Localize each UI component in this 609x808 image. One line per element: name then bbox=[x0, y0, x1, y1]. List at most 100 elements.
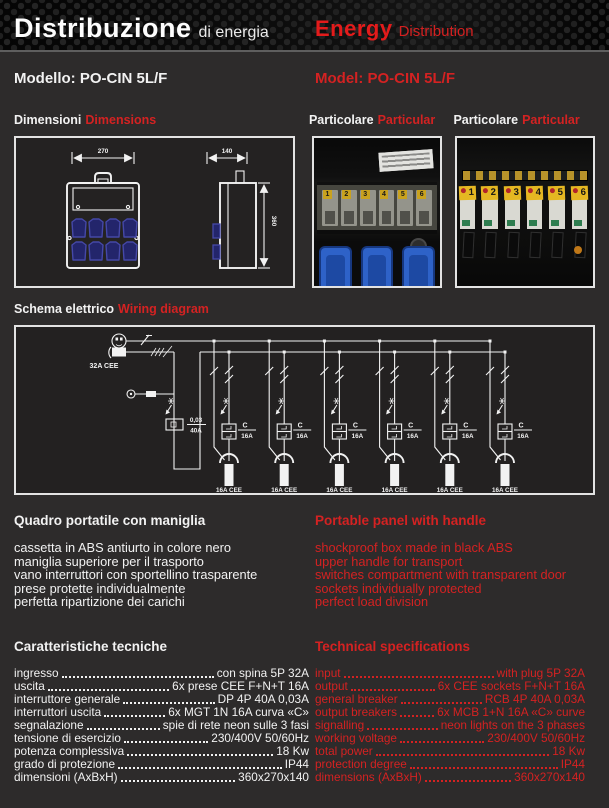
spec-value: IP44 bbox=[560, 756, 585, 771]
spec-dotted-leader bbox=[400, 701, 482, 704]
particular-photo-breaker-door: 1 2 3 4 bbox=[312, 136, 443, 288]
spec-dotted-leader bbox=[343, 675, 494, 678]
photo2-breaker-number-tag: 6 bbox=[570, 185, 588, 201]
spec-row: working voltage 230/400V 50/60Hz bbox=[315, 731, 595, 745]
feature-item: sockets individually protected bbox=[315, 580, 482, 596]
spec-row: segnalazione spie di rete neon sulle 3 f… bbox=[14, 718, 315, 732]
spec-row: protection degree IP44 bbox=[315, 756, 595, 771]
spec-label: total power bbox=[315, 743, 373, 758]
specs-title-it: Caratteristiche tecniche bbox=[14, 638, 168, 654]
spec-dotted-leader bbox=[127, 753, 274, 756]
photo1-breaker-lever bbox=[381, 211, 392, 224]
photo1-breaker: 6 bbox=[416, 190, 433, 226]
feature-item: switches compartment with transparent do… bbox=[315, 567, 567, 583]
dimensions-technical-drawing: 270 bbox=[66, 148, 277, 269]
photo2-breaker-body bbox=[549, 197, 565, 229]
spec-row: interruttore generale DP 4P 40A 0,03A bbox=[14, 691, 315, 706]
spec-value: 230/400V 50/60Hz bbox=[211, 730, 309, 745]
spec-value: 6x MCB 1+N 16A «C» curve bbox=[437, 704, 585, 719]
spec-row: input with plug 5P 32A bbox=[315, 665, 595, 680]
spec-row: tensione di esercizio 230/400V 50/60Hz bbox=[14, 730, 315, 745]
spec-value: 6x prese CEE F+N+T 16A bbox=[172, 678, 309, 693]
dim-side-height-label: 360 bbox=[270, 216, 277, 227]
feature-item: cassetta in ABS antiurto in colore nero bbox=[14, 540, 231, 555]
svg-text:16A CEE: 16A CEE bbox=[492, 487, 518, 493]
specs-column-english: Technical specifications input with plug… bbox=[315, 639, 595, 784]
rcd-sensitivity-label: 0,03 bbox=[190, 417, 203, 424]
photo2-breaker: 1 bbox=[458, 185, 479, 272]
photo1-breaker-lever bbox=[419, 211, 430, 224]
photo1-breaker-window: 1 2 3 4 bbox=[317, 182, 438, 234]
spec-label: interruttore generale bbox=[14, 691, 121, 706]
photo2-breaker: 6 bbox=[570, 185, 591, 272]
photo1-breaker-lever bbox=[343, 211, 354, 224]
spec-label: grado di protezione bbox=[14, 756, 115, 771]
model-name-italian: Modello: PO-CIN 5L/F bbox=[14, 70, 168, 87]
particular2-title-it: Particolare bbox=[453, 113, 519, 127]
spec-value: with plug 5P 32A bbox=[496, 665, 585, 680]
specs-list-en: input with plug 5P 32A output 6x CEE soc… bbox=[315, 665, 595, 784]
photo1-breaker-number: 1 bbox=[323, 190, 332, 199]
photo1-breaker: 1 bbox=[322, 190, 338, 226]
svg-text:C: C bbox=[518, 423, 523, 430]
photo2-breaker-number-tag: 2 bbox=[481, 185, 499, 201]
photo1-breaker: 4 bbox=[378, 190, 395, 226]
particular-photo-numbered-breakers: 1 2 3 bbox=[455, 136, 595, 288]
photo2-breaker-lever bbox=[529, 231, 542, 259]
spec-label: output bbox=[315, 678, 348, 693]
svg-text:16A CEE: 16A CEE bbox=[271, 487, 297, 493]
spec-dotted-leader bbox=[399, 740, 485, 743]
spec-dotted-leader bbox=[350, 688, 435, 691]
feature-item: prese protette individualmente bbox=[14, 580, 186, 596]
spec-value: con spina 5P 32A bbox=[216, 665, 309, 680]
spec-label: dimensions (AxBxH) bbox=[315, 769, 422, 784]
dim-front-width-label: 270 bbox=[98, 148, 109, 155]
spec-dotted-leader bbox=[47, 688, 170, 691]
svg-text:16A: 16A bbox=[517, 433, 529, 440]
photo1-socket bbox=[360, 246, 394, 286]
spec-label: ingresso bbox=[14, 665, 59, 680]
spec-label: interruttori uscita bbox=[14, 704, 102, 719]
svg-text:16A: 16A bbox=[241, 433, 253, 440]
spec-label: dimensioni (AxBxH) bbox=[14, 769, 118, 784]
photo2-breaker-lever bbox=[507, 231, 520, 259]
specs-title-en: Technical specifications bbox=[315, 638, 471, 654]
svg-text:16A CEE: 16A CEE bbox=[326, 487, 352, 493]
spec-row: interruttori uscita 6x MGT 1N 16A curva … bbox=[14, 704, 315, 719]
spec-dotted-leader bbox=[123, 701, 215, 704]
header-title-en-strong: Energy bbox=[315, 16, 393, 41]
photo2-breaker-body bbox=[460, 197, 476, 229]
feature-item: vano interruttori con sportellino traspa… bbox=[14, 567, 258, 583]
spec-dotted-leader bbox=[375, 753, 550, 756]
spec-row: uscita 6x prese CEE F+N+T 16A bbox=[14, 678, 315, 693]
photo1-breaker: 3 bbox=[359, 190, 376, 226]
svg-text:16A CEE: 16A CEE bbox=[216, 487, 242, 493]
spec-dotted-leader bbox=[61, 675, 214, 678]
photo2-breaker-number-tag: 3 bbox=[503, 185, 521, 201]
svg-text:C: C bbox=[353, 423, 358, 430]
front-view-sockets bbox=[71, 218, 138, 261]
particular1-title-it: Particolare bbox=[308, 113, 374, 127]
photo2-breaker-number-tag: 5 bbox=[548, 185, 566, 201]
photo2-breaker-lever bbox=[462, 231, 475, 259]
feature-item: maniglia superiore per il trasporto bbox=[14, 553, 204, 569]
photo1-breaker-number: 4 bbox=[379, 190, 389, 199]
photo2-orange-emblem bbox=[574, 246, 582, 254]
spec-label: tensione di esercizio bbox=[14, 730, 121, 745]
svg-text:C: C bbox=[242, 423, 247, 430]
wiring-diagram-schematic: 32A CEE bbox=[90, 333, 532, 494]
spec-row: dimensions (AxBxH) 360x270x140 bbox=[315, 769, 595, 784]
three-phase-marks bbox=[150, 345, 173, 358]
svg-text:C: C bbox=[298, 423, 303, 430]
spec-value: IP44 bbox=[284, 756, 309, 771]
spec-label: input bbox=[315, 665, 341, 680]
spec-label: potenza complessiva bbox=[14, 743, 125, 758]
spec-row: output 6x CEE sockets F+N+T 16A bbox=[315, 678, 595, 693]
spec-row: signalling neon lights on the 3 phases bbox=[315, 717, 595, 732]
spec-label: signalling bbox=[315, 717, 365, 732]
